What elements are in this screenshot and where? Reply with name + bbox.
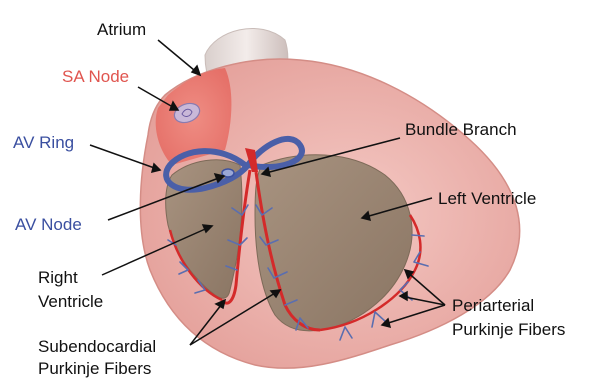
label-right-ventricle-line1: Right	[38, 268, 78, 287]
label-bundle-branch: Bundle Branch	[405, 120, 517, 139]
label-av-node: AV Node	[15, 215, 82, 234]
label-av-ring: AV Ring	[13, 133, 74, 152]
label-left-ventricle: Left Ventricle	[438, 189, 536, 208]
label-atrium: Atrium	[97, 20, 146, 39]
label-periarterial-line1: Periarterial	[452, 296, 534, 315]
label-sa-node: SA Node	[62, 67, 129, 86]
label-subendocardial-line1: Subendocardial	[38, 337, 156, 356]
label-periarterial-line2: Purkinje Fibers	[452, 320, 565, 339]
label-right-ventricle-line2: Ventricle	[38, 292, 103, 311]
label-subendocardial-line2: Purkinje Fibers	[38, 359, 151, 378]
